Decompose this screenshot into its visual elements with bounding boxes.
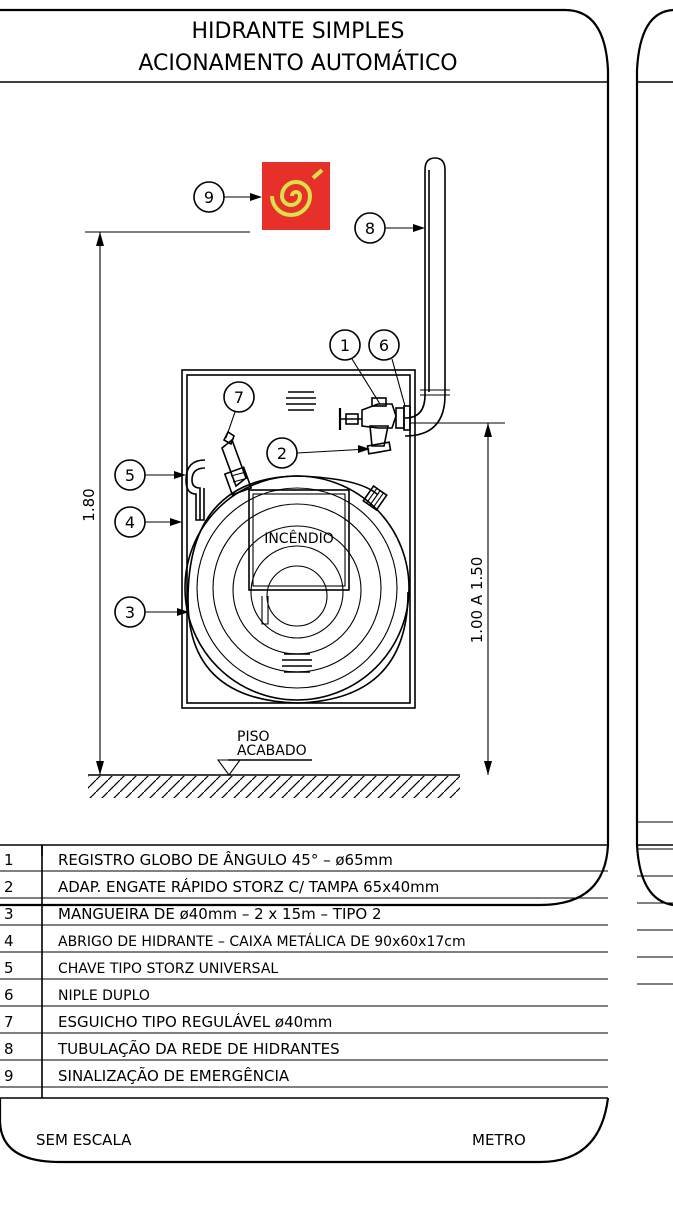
legend-text-6: NIPLE DUPLO: [58, 988, 150, 1004]
legend-text-5: CHAVE TIPO STORZ UNIVERSAL: [58, 961, 278, 977]
callout-9: 9: [193, 181, 262, 213]
callout-6-num: 6: [379, 336, 389, 355]
legend-num-2: 2: [4, 878, 14, 896]
title-block: HIDRANTE SIMPLES ACIONAMENTO AUTOMÁTICO: [138, 19, 457, 76]
legend-text-2: ADAP. ENGATE RÁPIDO STORZ C/ TAMPA 65x40…: [58, 877, 439, 896]
adjacent-sheet-frame: [635, 8, 673, 985]
finished-floor: PISO ACABADO: [88, 729, 460, 798]
callout-5: 5: [114, 459, 186, 491]
callout-2-num: 2: [277, 444, 287, 463]
legend-num-4: 4: [4, 932, 14, 950]
dimension-valve-height: 1.00 A 1.50: [410, 422, 505, 775]
callout-4-num: 4: [125, 513, 135, 532]
title-line-1: HIDRANTE SIMPLES: [191, 19, 404, 44]
callout-1: 1: [329, 329, 381, 405]
callout-8-num: 8: [365, 219, 375, 238]
legend-num-3: 3: [4, 905, 14, 923]
storz-key: [185, 459, 206, 521]
callout-9-num: 9: [204, 188, 214, 207]
callout-2: 2: [266, 437, 370, 469]
adjustable-nozzle: [221, 430, 253, 496]
legend-text-7: ESGUICHO TIPO REGULÁVEL ø40mm: [58, 1012, 332, 1031]
unit-label: METRO: [472, 1131, 526, 1149]
callout-3-num: 3: [125, 603, 135, 622]
vent-bottom: [282, 653, 312, 673]
callout-8: 8: [354, 212, 425, 244]
floor-label-2: ACABADO: [237, 743, 307, 759]
legend-text-3: MANGUEIRA DE ø40mm – 2 x 15m – TIPO 2: [58, 905, 382, 923]
legend-num-6: 6: [4, 986, 14, 1004]
scale-label: SEM ESCALA: [36, 1131, 132, 1149]
legend-text-8: TUBULAÇÃO DA REDE DE HIDRANTES: [57, 1039, 340, 1058]
dim-total-label: 1.80: [80, 488, 98, 521]
emergency-hose-sign: [262, 162, 330, 230]
legend-num-7: 7: [4, 1013, 14, 1031]
legend-text-1: REGISTRO GLOBO DE ÂNGULO 45° – ø65mm: [58, 850, 393, 869]
incendio-label-plate: INCÊNDIO: [248, 489, 350, 591]
hydrant-pipe: [404, 157, 450, 437]
callout-4: 4: [114, 506, 182, 538]
dimension-total-height: 1.80: [80, 231, 250, 775]
vent-top: [286, 391, 316, 411]
callout-7-num: 7: [234, 388, 244, 407]
legend-num-8: 8: [4, 1040, 14, 1058]
legend-num-5: 5: [4, 959, 14, 977]
callout-1-num: 1: [340, 336, 350, 355]
dim-valve-label: 1.00 A 1.50: [468, 557, 486, 644]
title-line-2: ACIONAMENTO AUTOMÁTICO: [138, 50, 457, 76]
globe-valve-assembly: [338, 397, 411, 455]
callout-7: 7: [223, 381, 255, 439]
callout-3: 3: [114, 596, 189, 628]
hose-coil: [184, 475, 410, 704]
legend-num-9: 9: [4, 1067, 14, 1085]
legend-table: 1 REGISTRO GLOBO DE ÂNGULO 45° – ø65mm 2…: [0, 845, 608, 1099]
sheet-footer: SEM ESCALA METRO: [0, 1097, 610, 1164]
floor-label-1: PISO: [237, 729, 269, 745]
incendio-label: INCÊNDIO: [264, 529, 334, 547]
callout-5-num: 5: [125, 466, 135, 485]
legend-text-9: SINALIZAÇÃO DE EMERGÊNCIA: [58, 1066, 290, 1085]
legend-num-1: 1: [4, 851, 14, 869]
legend-text-4: ABRIGO DE HIDRANTE – CAIXA METÁLICA DE 9…: [58, 933, 466, 950]
callout-6: 6: [368, 329, 406, 407]
hose-coupling: [362, 484, 388, 512]
main-frame: [0, 8, 610, 907]
